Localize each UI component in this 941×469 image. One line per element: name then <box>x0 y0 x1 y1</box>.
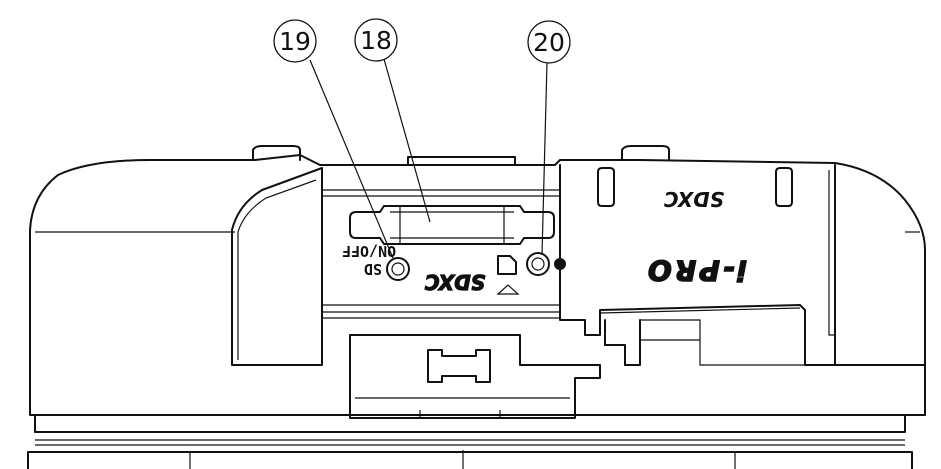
connector-housing <box>349 334 601 419</box>
callout-label-20: 20 <box>533 28 565 57</box>
on-off-label: ON/OFF <box>342 242 396 260</box>
card-insertion-slot <box>349 205 555 245</box>
i-pro-logo: i-PRO <box>644 253 748 288</box>
svg-text:SDXC: SDXC <box>424 270 485 294</box>
leader-line-19 <box>309 59 394 259</box>
right-cover <box>804 164 926 366</box>
sd-card-orientation-icon <box>496 255 520 295</box>
leader-lines <box>309 58 548 259</box>
camera-body <box>27 145 926 469</box>
sd-card-slot: SD ON/OFF SDXC <box>322 189 566 319</box>
sd-switch-label: SD ON/OFF <box>342 242 396 278</box>
left-cover <box>231 167 323 366</box>
callout-label-18: 18 <box>360 26 392 55</box>
sdxc-logo: SDXC <box>424 269 486 294</box>
svg-text:i-PRO: i-PRO <box>645 254 747 287</box>
leader-line-18 <box>383 58 431 223</box>
sd-on-off-button <box>386 257 410 281</box>
callout-label-19: 19 <box>279 27 311 56</box>
callout-18: 18 <box>354 18 398 62</box>
leader-line-20 <box>541 61 548 256</box>
sd-access-indicator <box>526 252 550 276</box>
svg-text:SDXC: SDXC <box>663 187 724 211</box>
sdxc-panel-logo: SDXC <box>663 187 724 211</box>
sd-label: SD <box>364 260 382 278</box>
callout-20: 20 <box>527 20 571 64</box>
callout-19: 19 <box>273 19 317 63</box>
right-panel: SDXC i-PRO <box>559 164 806 366</box>
